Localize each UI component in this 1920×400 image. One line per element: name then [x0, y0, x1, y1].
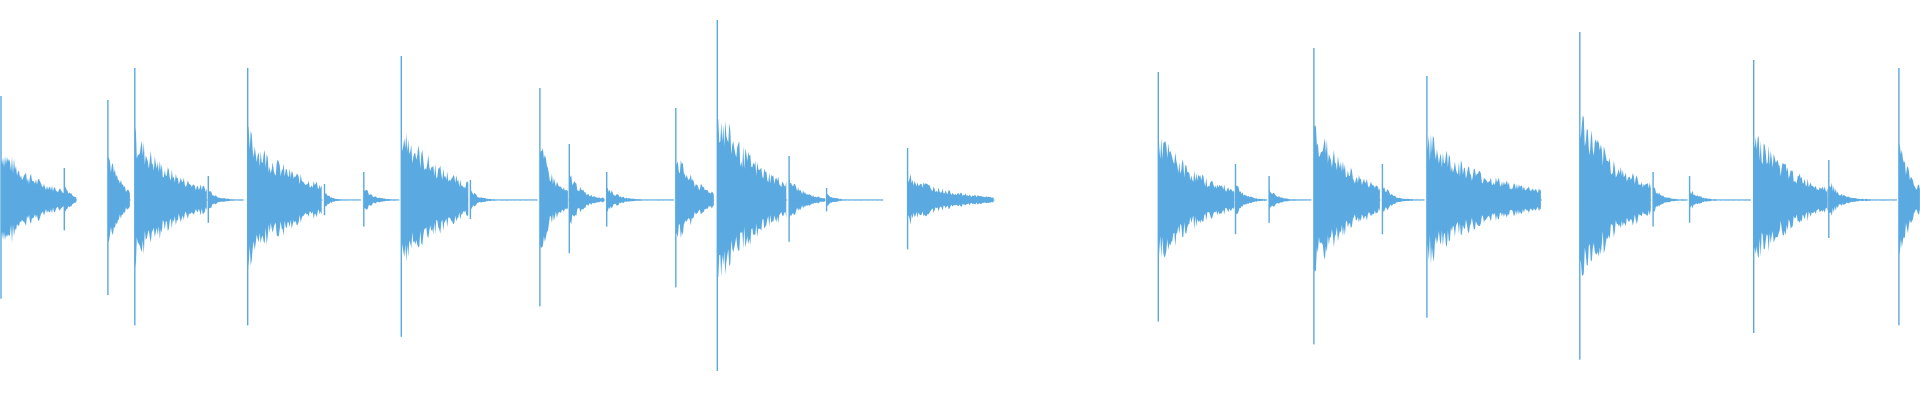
waveform-decay-tail — [401, 118, 469, 279]
waveform-hits-layer — [0, 20, 1920, 371]
waveform-hit — [246, 68, 323, 326]
waveform-hit — [539, 88, 569, 307]
waveform-hit — [1381, 164, 1425, 235]
waveform-decay-tail — [717, 115, 787, 278]
waveform-decay-tail — [1828, 182, 1897, 216]
waveform-hit — [716, 20, 788, 371]
waveform-decay-tail — [247, 124, 322, 274]
waveform-hit — [134, 68, 208, 326]
waveform-hit — [788, 156, 826, 242]
waveform-hit — [1828, 160, 1897, 238]
waveform-hit — [107, 100, 131, 295]
waveform-hit — [1652, 172, 1688, 227]
waveform-hit — [1313, 48, 1381, 345]
waveform-decay-tail — [826, 193, 883, 206]
waveform-decay-tail — [64, 186, 77, 212]
waveform-hit — [1752, 60, 1828, 333]
waveform-hit — [1688, 176, 1751, 223]
waveform-hit — [1426, 76, 1542, 318]
waveform-hit — [363, 172, 400, 227]
waveform-decay-tail — [1753, 135, 1828, 259]
waveform-hit — [400, 56, 469, 337]
waveform-decay-tail — [208, 188, 244, 211]
waveform-hit — [675, 108, 715, 288]
waveform-decay-tail — [134, 126, 207, 268]
waveform-decay-tail — [1269, 187, 1312, 212]
waveform-decay-tail — [907, 174, 994, 225]
waveform-hit — [606, 172, 674, 227]
waveform-hit — [825, 188, 884, 212]
waveform-decay-tail — [1579, 115, 1651, 277]
waveform-decay-tail — [1158, 126, 1235, 273]
waveform-decay-tail — [1426, 133, 1541, 265]
waveform-decay-tail — [539, 148, 568, 248]
waveform-hit — [906, 148, 995, 250]
waveform-hit — [207, 176, 244, 223]
waveform-decay-tail — [1, 153, 65, 244]
waveform-decay-tail — [1313, 125, 1380, 272]
waveform-hit — [1268, 176, 1312, 223]
waveform-hit — [63, 168, 77, 231]
waveform-hit — [1157, 72, 1235, 322]
waveform-hit — [323, 184, 361, 216]
waveform-hit — [0, 96, 66, 299]
waveform-hit — [1579, 32, 1652, 360]
waveform-hit — [568, 144, 605, 254]
waveform-decay-tail — [789, 175, 826, 221]
waveform-hit — [1234, 164, 1268, 235]
waveform-hit — [469, 180, 538, 219]
waveform-decay-tail — [470, 188, 538, 211]
waveform-decay-tail — [569, 169, 605, 228]
waveform-decay-tail — [107, 156, 130, 242]
waveform-hit — [1898, 68, 1920, 326]
waveform-decay-tail — [675, 160, 714, 239]
